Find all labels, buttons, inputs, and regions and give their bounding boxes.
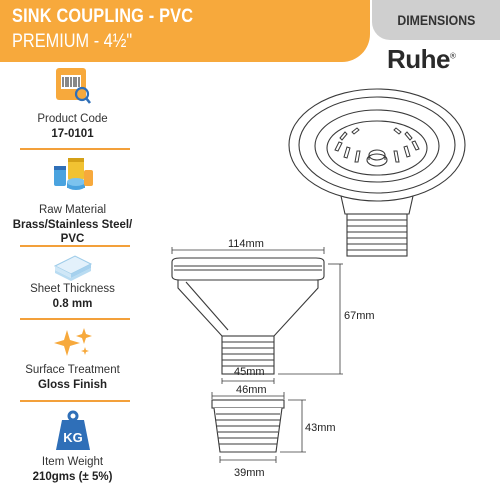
dim-thread-width: 45mm: [234, 366, 265, 378]
feature-raw-material: Raw Material Brass/Stainless Steel/ PVC: [0, 156, 145, 248]
divider: [20, 400, 130, 402]
weight-icon-text: KG: [63, 430, 83, 445]
dimensions-tag-label: DIMENSIONS: [396, 12, 476, 28]
dimension-lines: [171, 247, 343, 463]
header-banner: SINK COUPLING - PVC PREMIUM - 4½": [0, 0, 370, 62]
divider: [20, 245, 130, 247]
divider: [20, 318, 130, 320]
sheet-thickness-icon: [51, 252, 95, 287]
sparkle-icon: [53, 326, 93, 363]
feature-sheet-thickness: Sheet Thickness 0.8 mm: [0, 252, 145, 318]
raw-material-icon: [50, 156, 96, 201]
barcode-icon: [54, 66, 92, 111]
feature-item-weight: KG Item Weight 210gms (± 5%): [0, 410, 145, 498]
dim-height: 67mm: [344, 310, 375, 322]
dim-nut-bottom: 39mm: [234, 467, 265, 479]
raw-material-value: Brass/Stainless Steel/ PVC: [12, 219, 133, 245]
divider: [20, 148, 130, 150]
brand-name: Ruhe: [387, 44, 451, 74]
item-weight-value: 210gms (± 5%): [32, 471, 113, 483]
sheet-thickness-value: 0.8 mm: [52, 298, 93, 310]
item-weight-label: Item Weight: [41, 456, 104, 468]
product-code-label: Product Code: [37, 113, 108, 125]
coupling-nut: [211, 399, 285, 453]
feature-product-code: Product Code 17-0101: [0, 66, 145, 150]
product-subtitle: PREMIUM - 4½": [12, 31, 133, 52]
sheet-thickness-label: Sheet Thickness: [30, 283, 115, 295]
top-view-strainer: [288, 88, 466, 257]
side-view-coupling: [171, 257, 325, 375]
product-title: SINK COUPLING - PVC: [12, 6, 194, 27]
raw-material-label: Raw Material: [38, 204, 107, 216]
product-code-value: 17-0101: [51, 128, 94, 140]
surface-treatment-label: Surface Treatment: [25, 364, 120, 376]
brand-logo: Ruhe®: [387, 44, 456, 74]
dim-nut-top: 46mm: [236, 384, 267, 396]
dim-nut-height: 43mm: [305, 422, 336, 434]
dim-top-width: 114mm: [228, 238, 264, 250]
weight-icon: KG: [53, 410, 93, 457]
surface-treatment-value: Gloss Finish: [37, 379, 107, 391]
dimensions-tag: DIMENSIONS: [372, 0, 500, 40]
feature-surface-treatment: Surface Treatment Gloss Finish: [0, 326, 145, 396]
